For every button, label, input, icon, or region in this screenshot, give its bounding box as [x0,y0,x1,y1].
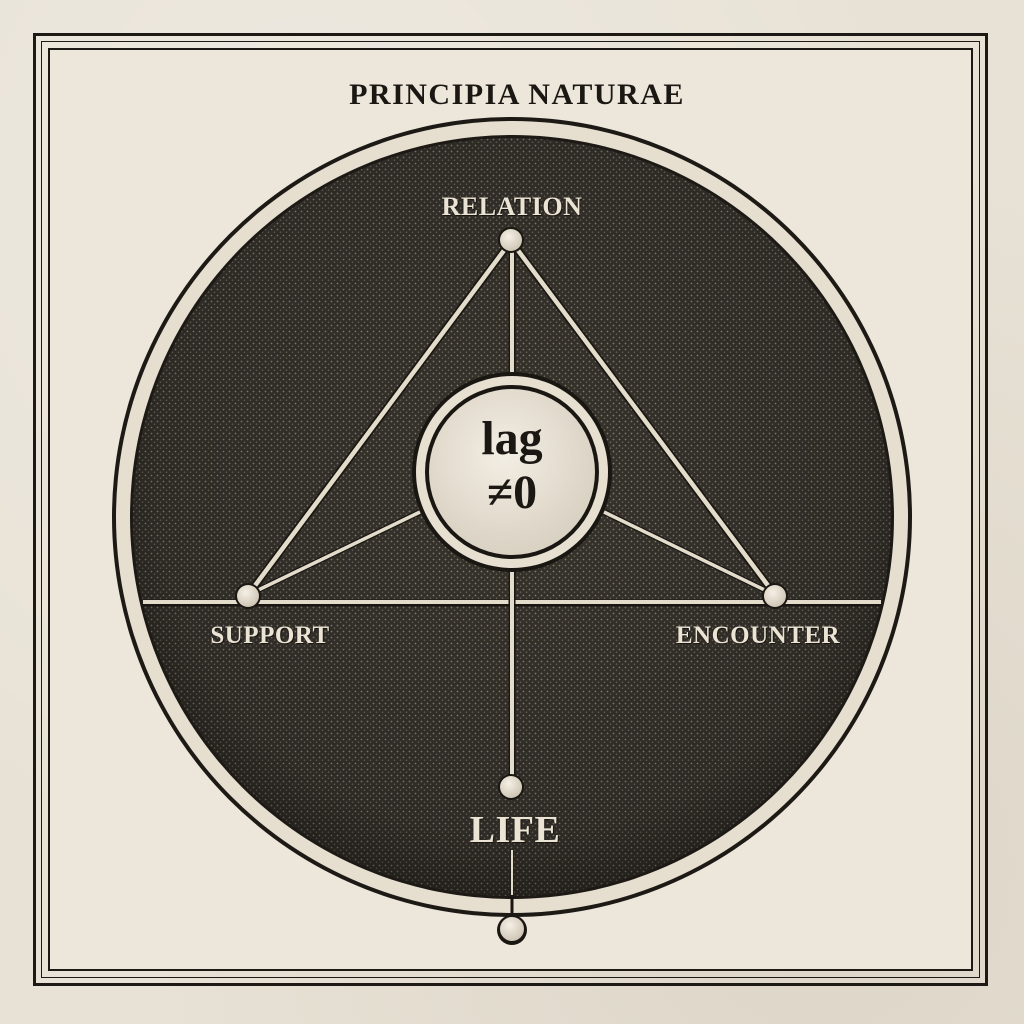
node-support-dot [235,583,261,609]
label-support: SUPPORT [210,622,330,649]
diagram-title: PRINCIPIA NATURAE [349,78,685,111]
label-encounter: ENCOUNTER [675,622,841,649]
outer-frame-border [33,33,988,986]
center-formula-line2: ≠0 [486,466,538,519]
node-encounter-dot [762,583,788,609]
node-life-dot [498,774,524,800]
label-life: LIFE [469,809,561,851]
center-medallion [412,372,612,572]
center-formula: lag ≠0 [412,412,612,520]
node-relation-dot [498,227,524,253]
middle-frame-border [41,41,980,978]
pendant-dot [497,915,527,945]
label-relation: RELATION [441,192,583,221]
center-spokes [248,509,775,597]
triangle-edges [244,237,779,599]
center-formula-line1: lag [481,412,543,465]
